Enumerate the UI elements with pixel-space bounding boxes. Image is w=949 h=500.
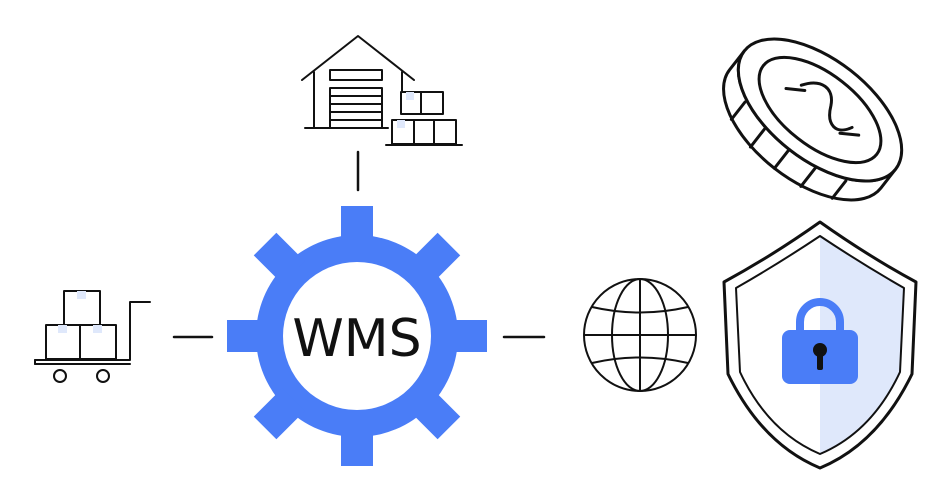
lock-keyhole [813, 343, 827, 357]
shield-inner-right [820, 236, 904, 454]
warehouse-box-tapes [397, 92, 414, 128]
shield-inner [735, 235, 905, 455]
globe-icon [583, 278, 697, 392]
gear-icon [227, 206, 487, 466]
shield-lock-icon [722, 220, 918, 470]
cart-box-tapes [58, 291, 102, 333]
lock-shackle [796, 298, 844, 332]
cart-with-boxes-icon [34, 290, 151, 383]
coin-icon [722, 37, 904, 202]
warehouse-icon [301, 35, 463, 146]
gear-label: WMS [292, 309, 421, 369]
connectors [172, 150, 546, 339]
